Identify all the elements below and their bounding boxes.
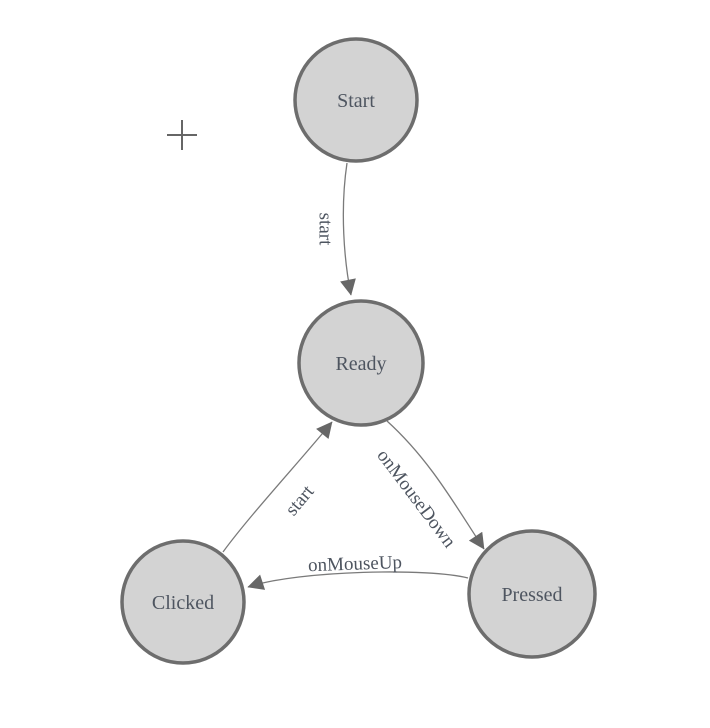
node-ready-circle[interactable]	[297, 299, 425, 427]
crosshair-icon	[167, 120, 197, 150]
node-start-label: Start	[337, 90, 375, 112]
edge-label-onmouseup: onMouseUp	[308, 552, 403, 576]
node-ready-label: Ready	[335, 353, 386, 375]
edge-pressed-to-clicked[interactable]: onMouseUp	[247, 552, 469, 590]
edge-label-onmousedown: onMouseDown	[372, 446, 460, 553]
edge-path[interactable]	[386, 420, 485, 550]
edge-path[interactable]	[247, 571, 469, 590]
node-clicked-circle[interactable]	[120, 539, 246, 665]
node-clicked-label: Clicked	[152, 592, 214, 614]
node-pressed-circle[interactable]	[467, 529, 597, 659]
edge-clicked-to-ready[interactable]: start	[222, 421, 333, 553]
node-pressed-label: Pressed	[501, 584, 562, 606]
node-start[interactable]: Start	[293, 37, 419, 163]
edge-label-start: start	[314, 213, 335, 246]
node-start-circle[interactable]	[293, 37, 419, 163]
edge-path[interactable]	[340, 162, 356, 296]
node-ready[interactable]: Ready	[297, 299, 425, 427]
edge-start-to-ready[interactable]: start	[314, 162, 356, 296]
edge-path[interactable]	[222, 421, 333, 553]
edge-ready-to-pressed[interactable]: onMouseDown	[372, 420, 485, 553]
node-pressed[interactable]: Pressed	[467, 529, 597, 659]
edge-label-start-2: start	[281, 481, 319, 520]
node-clicked[interactable]: Clicked	[120, 539, 246, 665]
